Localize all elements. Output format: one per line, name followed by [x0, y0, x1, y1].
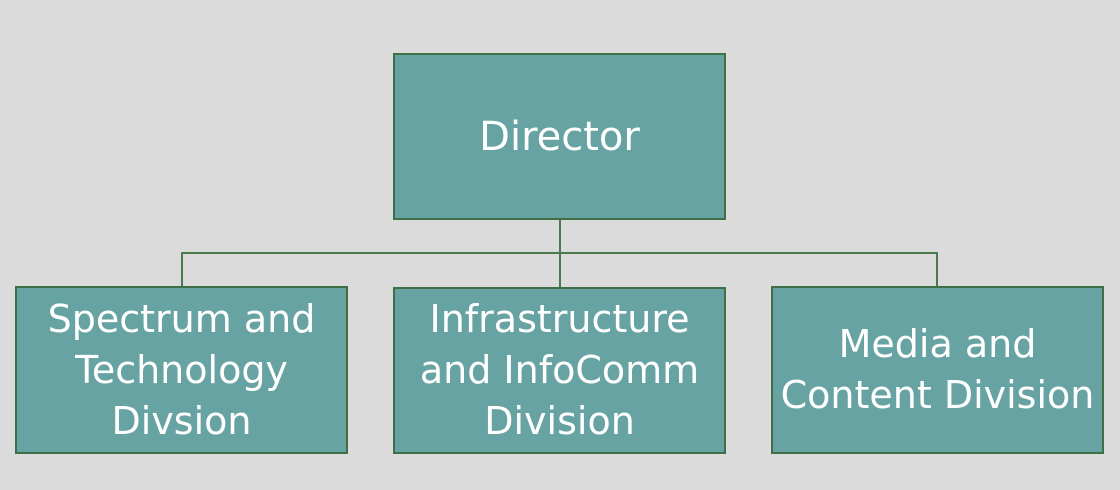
spectrum-technology-division-box: Spectrum and Technology Divsion: [15, 286, 348, 454]
director-label: Director: [479, 113, 640, 160]
director-box: Director: [393, 53, 726, 220]
infrastructure-infocomm-division-label: Infrastructure and InfoComm Division: [419, 297, 700, 443]
media-content-division-label: Media and Content Division: [780, 322, 1095, 417]
infrastructure-infocomm-division-box: Infrastructure and InfoComm Division: [393, 287, 726, 454]
spectrum-technology-division-label: Spectrum and Technology Divsion: [47, 296, 316, 443]
media-content-division-box: Media and Content Division: [771, 286, 1104, 454]
